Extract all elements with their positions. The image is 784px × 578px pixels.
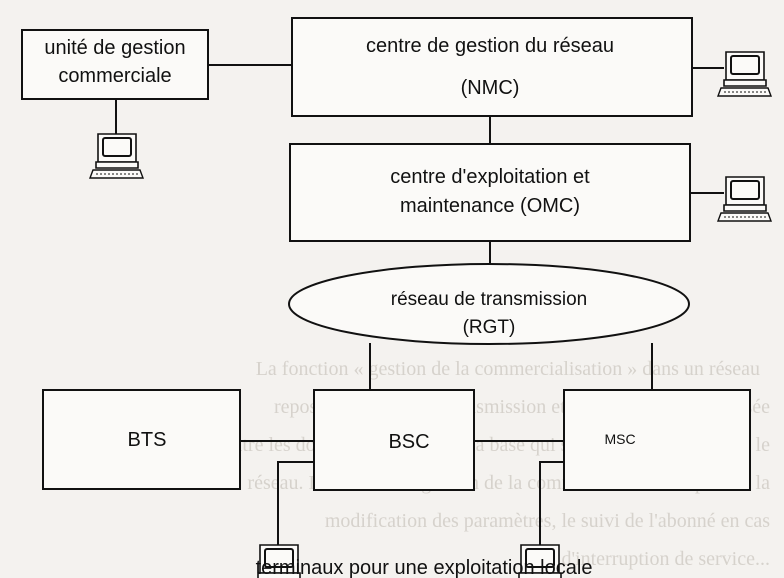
bts-box <box>42 389 241 490</box>
bts-node: BTS <box>42 389 241 490</box>
msc-box <box>563 389 751 491</box>
bsc-label: BSC <box>388 431 429 453</box>
bleed-line-5: modification des paramètres, le suivi de… <box>325 510 770 532</box>
computer-terminal-icon <box>89 133 144 179</box>
omc-label-2: maintenance (OMC) <box>400 195 580 217</box>
bts-label: BTS <box>128 429 167 451</box>
msc-label: MSC <box>604 431 635 447</box>
rgt-node: réseau de transmission (RGT) <box>288 263 690 345</box>
bsc-node: BSC <box>313 389 475 491</box>
computer-terminal-icon <box>717 176 772 222</box>
bleed-line-6: d'interruption de service... <box>561 548 770 570</box>
rgt-label-2: (RGT) <box>463 317 516 338</box>
bleed-line-1: La fonction « gestion de la commercialis… <box>256 358 760 380</box>
omc-label-1: centre d'exploitation et <box>390 166 590 188</box>
rgt-ellipse <box>288 263 690 345</box>
omc-box <box>289 143 691 242</box>
link-msc-terminal <box>539 461 564 545</box>
nmc-label-1: centre de gestion du réseau <box>366 35 614 57</box>
link-bsc-terminal <box>277 461 314 545</box>
commercial-unit-box <box>21 29 209 100</box>
commercial-unit-label-1: unité de gestion <box>44 37 185 59</box>
rgt-label-1: réseau de transmission <box>391 289 587 310</box>
bsc-box <box>313 389 475 491</box>
nmc-node: centre de gestion du réseau (NMC) <box>291 17 693 117</box>
commercial-unit-node: unité de gestion commerciale <box>21 29 209 100</box>
connectors <box>115 64 724 545</box>
omc-node: centre d'exploitation et maintenance (OM… <box>289 143 691 242</box>
msc-node: MSC <box>563 389 751 491</box>
nmc-label-2: (NMC) <box>461 77 520 99</box>
computer-terminal-icon <box>717 51 772 97</box>
terminals-caption: terminaux pour une exploitation locale <box>256 557 593 578</box>
commercial-unit-label-2: commerciale <box>58 65 171 87</box>
nmc-box <box>291 17 693 117</box>
